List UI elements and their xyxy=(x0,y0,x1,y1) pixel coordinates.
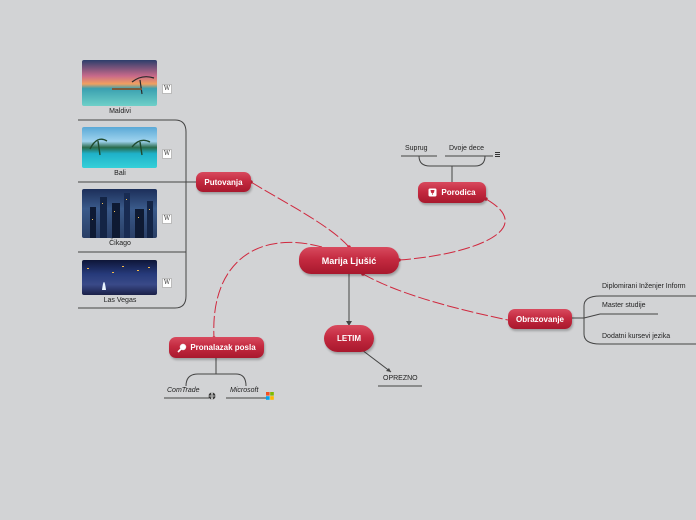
wikipedia-icon[interactable]: W xyxy=(162,214,172,224)
globe-icon xyxy=(208,387,216,405)
destination-label: Las Vegas xyxy=(103,297,137,304)
destination-label: Maldivi xyxy=(109,108,131,115)
note-list-icon xyxy=(495,145,501,163)
branch-obrazovanje-label: Obrazovanje xyxy=(515,314,564,324)
destination-label: Čikago xyxy=(109,240,131,247)
windows-logo-icon xyxy=(266,387,274,405)
destination-label: Bali xyxy=(114,170,126,177)
wine-glass-icon xyxy=(428,188,437,197)
branch-pronalazak-label: Pronalazak posla xyxy=(190,343,256,352)
branch-obrazovanje[interactable]: Obrazovanje xyxy=(508,309,572,329)
wikipedia-icon[interactable]: W xyxy=(162,84,172,94)
branch-porodica-label: Porodica xyxy=(441,188,476,197)
branch-letim[interactable]: LETIM xyxy=(324,325,374,352)
family-suprug[interactable]: Suprug xyxy=(405,145,428,152)
education-item[interactable]: Dodatni kursevi jezika xyxy=(602,333,671,340)
las-vegas-image xyxy=(82,260,157,295)
job-comtrade[interactable]: ComTrade xyxy=(167,387,200,394)
connector-obrazovanje xyxy=(362,273,509,321)
letim-child-oprezno[interactable]: OPREZNO xyxy=(383,375,418,382)
wikipedia-icon[interactable]: W xyxy=(162,149,172,159)
branch-letim-label: LETIM xyxy=(337,334,361,343)
wikipedia-icon[interactable]: W xyxy=(162,278,172,288)
branch-putovanja-label: Putovanja xyxy=(204,177,243,187)
family-dvoje-dece[interactable]: Dvoje dece xyxy=(449,145,485,152)
branch-porodica[interactable]: Porodica xyxy=(418,182,486,203)
job-microsoft[interactable]: Microsoft xyxy=(230,387,259,394)
education-item[interactable]: Master studije xyxy=(602,302,646,309)
branch-pronalazak-posla[interactable]: Pronalazak posla xyxy=(169,337,264,358)
bali-image xyxy=(82,127,157,168)
branch-putovanja[interactable]: Putovanja xyxy=(196,172,251,192)
education-item[interactable]: Diplomirani Inženjer Inform xyxy=(602,283,686,290)
central-topic[interactable]: Marija Ljušić xyxy=(299,247,399,274)
maldivi-image xyxy=(82,60,157,106)
cikago-image xyxy=(82,189,157,238)
connector-putovanja xyxy=(250,181,350,248)
central-topic-label: Marija Ljušić xyxy=(321,255,377,266)
magnifier-icon xyxy=(177,343,187,353)
connector-oprezno xyxy=(361,349,392,373)
connector-porodica xyxy=(398,198,506,261)
connector-pronalazak xyxy=(213,241,323,339)
